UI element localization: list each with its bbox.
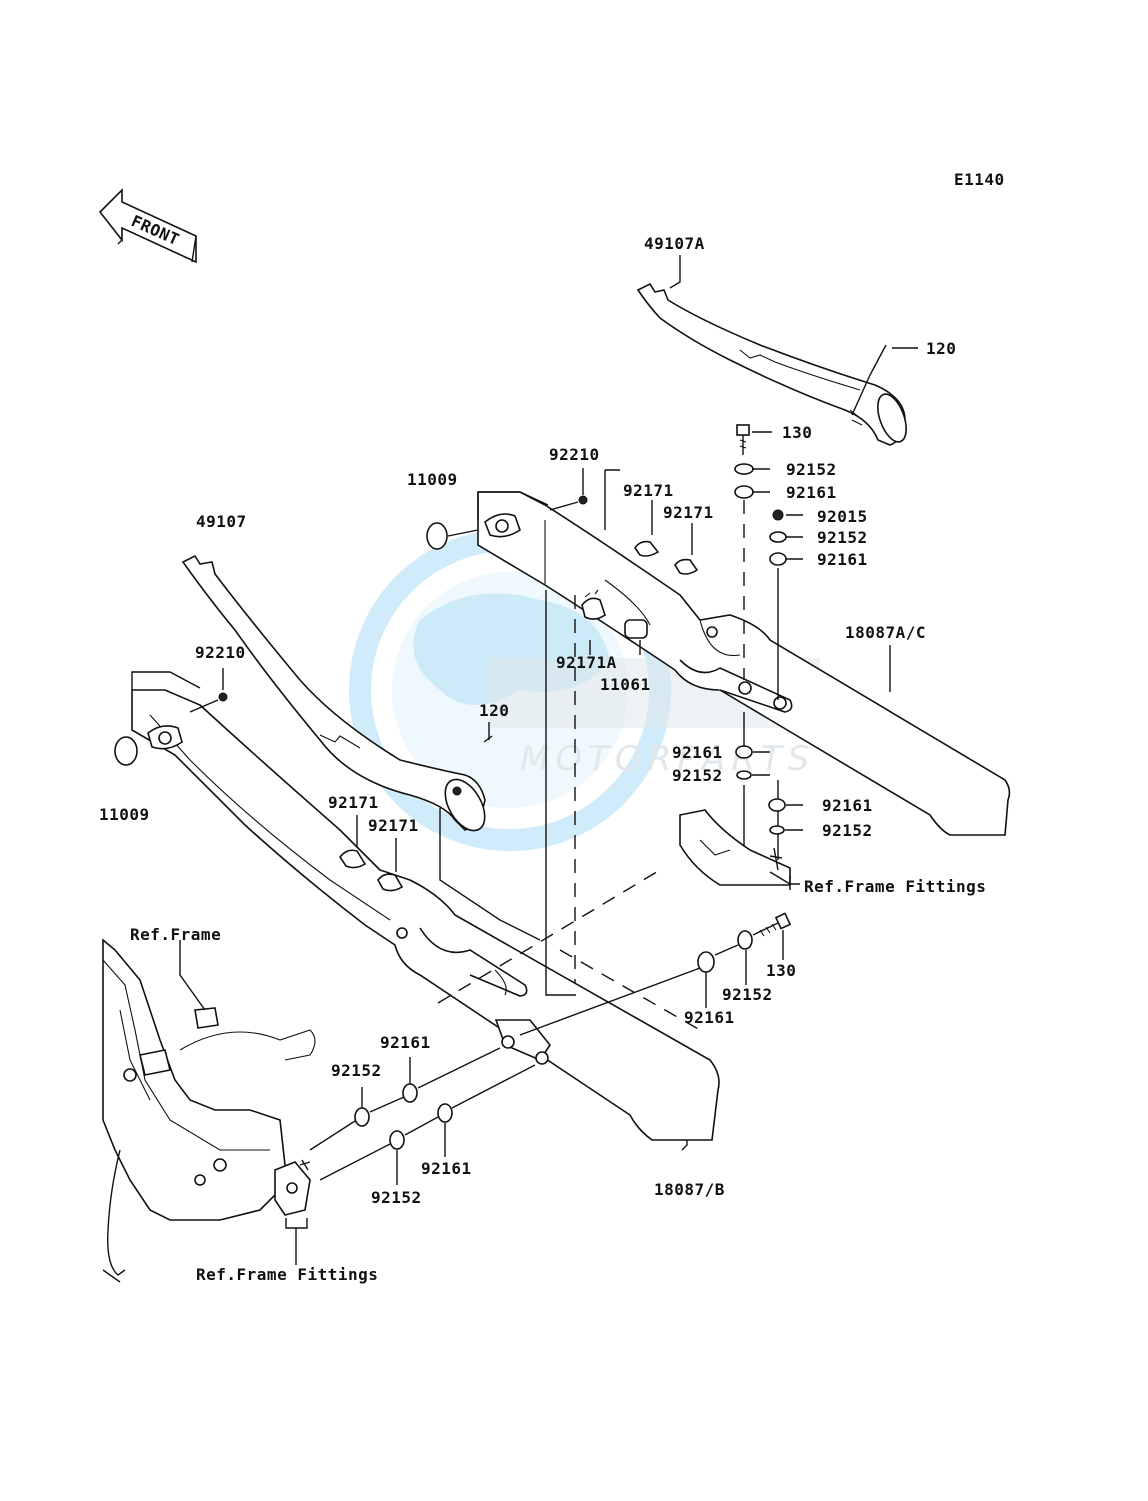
muffler-mount-bracket bbox=[494, 1019, 551, 1065]
label-92152-g: 92152 bbox=[371, 1188, 422, 1207]
label-120-mid: 120 bbox=[479, 701, 509, 720]
label-92171-b: 92171 bbox=[663, 503, 714, 522]
label-92171A: 92171A bbox=[556, 653, 617, 672]
label-92152-e: 92152 bbox=[722, 985, 773, 1004]
screw-120-mid bbox=[483, 735, 493, 743]
label-130-top: 130 bbox=[782, 423, 812, 442]
grommet-92161-c bbox=[735, 745, 753, 759]
diagram-code: E1140 bbox=[954, 170, 1005, 189]
frame-fitting-bracket-left bbox=[274, 1159, 311, 1216]
label-92152-c: 92152 bbox=[672, 766, 723, 785]
label-92161-c: 92161 bbox=[672, 743, 723, 762]
label-92161-g: 92161 bbox=[421, 1159, 472, 1178]
label-49107: 49107 bbox=[196, 512, 247, 531]
label-92152-d: 92152 bbox=[822, 821, 873, 840]
label-92152-a: 92152 bbox=[786, 460, 837, 479]
nut-92210-top bbox=[578, 495, 588, 505]
label-92152-f: 92152 bbox=[331, 1061, 382, 1080]
grommet-92161-d bbox=[768, 798, 786, 812]
clamp-92171-b bbox=[674, 558, 699, 575]
washer-92152-b bbox=[769, 531, 787, 543]
nut-92210-left bbox=[218, 692, 228, 702]
washer-92152-d bbox=[769, 825, 785, 835]
label-92161-e: 92161 bbox=[684, 1008, 735, 1027]
label-18087AC: 18087A/C bbox=[845, 623, 926, 642]
label-92161-d: 92161 bbox=[822, 796, 873, 815]
flange-top bbox=[484, 513, 521, 538]
nut-92015 bbox=[772, 509, 784, 521]
label-92161-b: 92161 bbox=[817, 550, 868, 569]
label-ref-frame-fittings-left: Ref.Frame Fittings bbox=[196, 1265, 378, 1284]
label-92210-left: 92210 bbox=[195, 643, 246, 662]
label-11009-left: 11009 bbox=[99, 805, 150, 824]
label-92171-c: 92171 bbox=[328, 793, 379, 812]
label-11061: 11061 bbox=[600, 675, 651, 694]
label-49107A: 49107A bbox=[644, 234, 705, 253]
washer-92152-e bbox=[737, 930, 753, 950]
collar-11061 bbox=[624, 619, 648, 639]
front-direction-arrow-icon: FRONT bbox=[98, 188, 197, 264]
label-11009-top: 11009 bbox=[407, 470, 458, 489]
washer-92152-a bbox=[734, 463, 754, 475]
muffler-18087AC bbox=[477, 491, 1011, 836]
clamp-92171-c bbox=[339, 849, 367, 869]
label-92161-a: 92161 bbox=[786, 483, 837, 502]
label-ref-frame-fittings-right: Ref.Frame Fittings bbox=[804, 877, 986, 896]
washer-92152-c bbox=[736, 770, 752, 780]
bolt-130-low bbox=[752, 912, 792, 937]
label-92015: 92015 bbox=[817, 507, 868, 526]
clamp-92171-d bbox=[377, 873, 404, 892]
grommet-92161-a bbox=[734, 485, 754, 499]
watermark: MOTORPARTS bbox=[349, 529, 820, 851]
label-92171-d: 92171 bbox=[368, 816, 419, 835]
label-ref-frame: Ref.Frame bbox=[130, 925, 221, 944]
grommet-92161-g bbox=[437, 1103, 453, 1123]
clamp-92171-a bbox=[634, 540, 660, 557]
heat-cover-49107 bbox=[181, 554, 486, 832]
label-92152-b: 92152 bbox=[817, 528, 868, 547]
grommet-92161-f bbox=[402, 1083, 418, 1103]
muffler-18087B bbox=[131, 689, 720, 1141]
label-18087B: 18087/B bbox=[654, 1180, 725, 1199]
label-92171-a: 92171 bbox=[623, 481, 674, 500]
bolt-130-top bbox=[736, 424, 750, 455]
label-92161-f: 92161 bbox=[380, 1033, 431, 1052]
flange-left bbox=[147, 725, 183, 750]
clamp-92171A bbox=[581, 589, 606, 620]
gasket-11009-left bbox=[114, 736, 138, 766]
washer-92152-f bbox=[354, 1107, 370, 1127]
heat-cover-49107A bbox=[636, 282, 907, 446]
grommet-92161-e bbox=[697, 951, 715, 973]
washer-92152-g bbox=[389, 1130, 405, 1150]
grommet-92161-b bbox=[769, 552, 787, 566]
label-130-low: 130 bbox=[766, 961, 796, 980]
label-120-top: 120 bbox=[926, 339, 956, 358]
ref-frame bbox=[102, 938, 316, 1283]
gasket-11009-top bbox=[426, 522, 448, 550]
label-92210-top: 92210 bbox=[549, 445, 600, 464]
watermark-sub: MOTORPARTS bbox=[520, 739, 815, 779]
